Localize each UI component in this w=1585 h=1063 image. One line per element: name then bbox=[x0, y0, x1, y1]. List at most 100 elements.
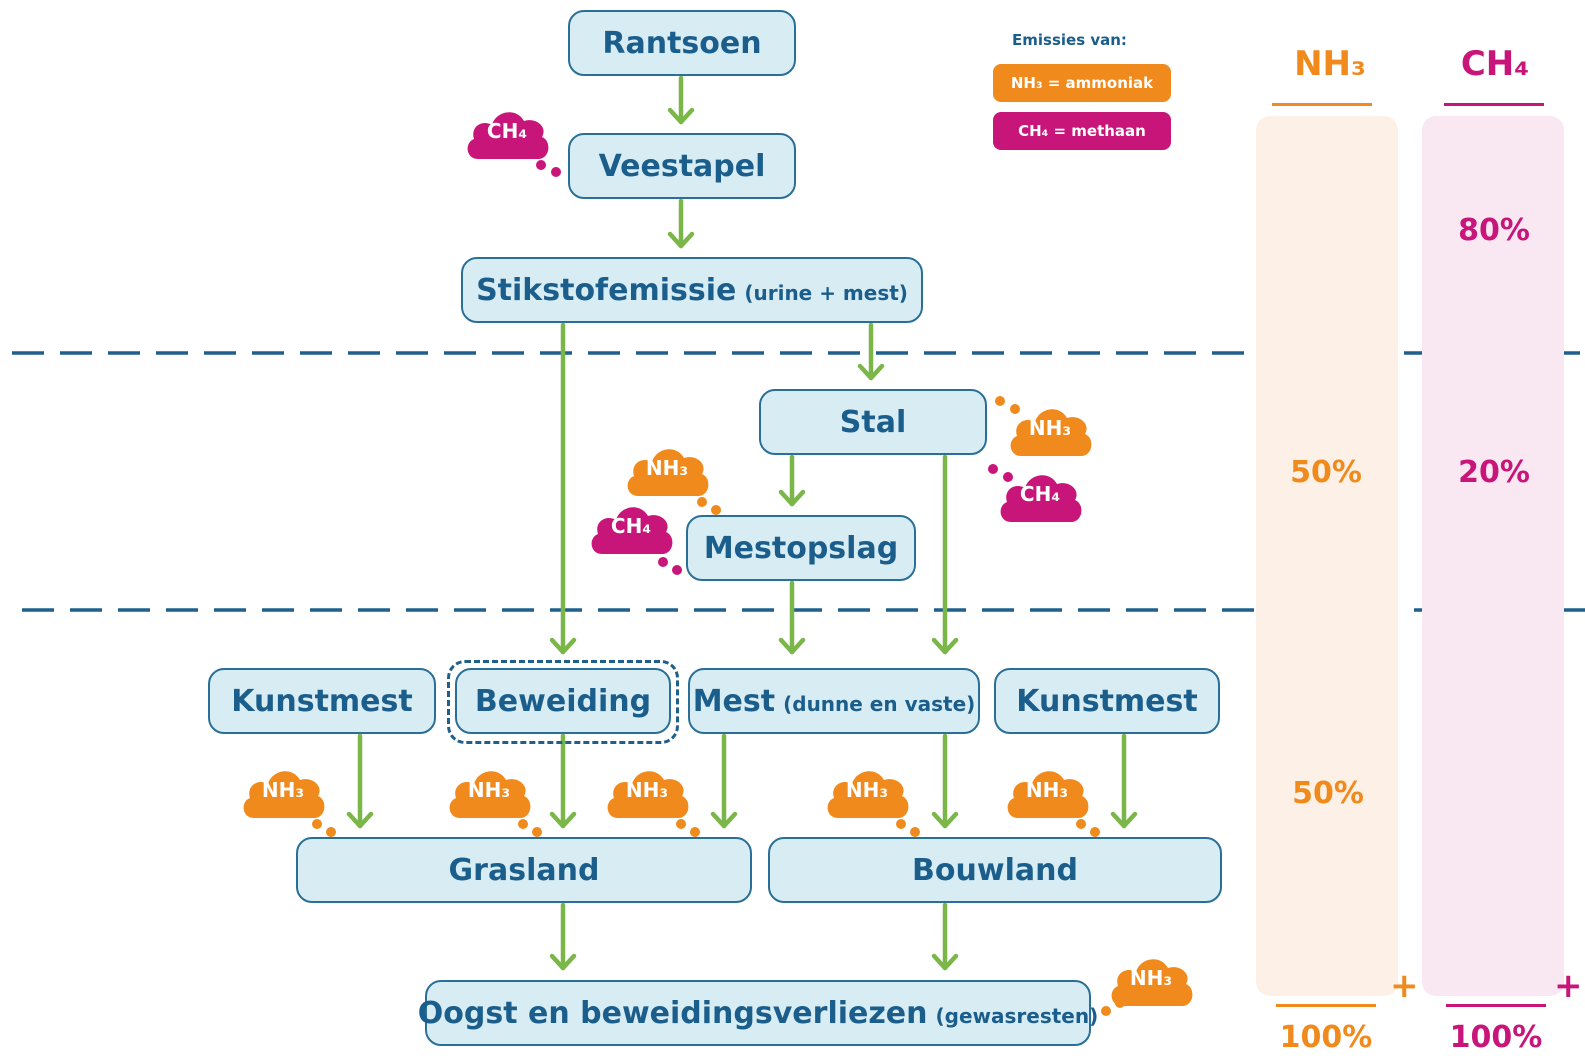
node-veestapel: Veestapel bbox=[568, 133, 796, 199]
node-stikstofemissie: Stikstofemissie (urine + mest) bbox=[461, 257, 923, 323]
cloud-ch4-stal-dot-1 bbox=[988, 464, 998, 474]
cloud-nh3-stal-dot-1 bbox=[995, 396, 1005, 406]
arrow-stal-mestopslag-head bbox=[778, 489, 806, 507]
node-beweiding-label: Beweiding bbox=[474, 683, 652, 719]
node-mest: Mest (dunne en vaste) bbox=[688, 668, 980, 734]
arrow-veestapel-stikstof-head bbox=[667, 231, 695, 249]
cloud-nh3-kunstmest-right-dot-1 bbox=[1076, 819, 1086, 829]
arrow-grasland-oogst-head bbox=[549, 953, 577, 971]
legend-title: Emissies van: bbox=[1012, 31, 1127, 49]
beweiding-highlight-frame bbox=[447, 660, 679, 744]
node-mestopslag-label: Mestopslag bbox=[703, 530, 899, 566]
node-oogst-label: Oogst en beweidingsverliezen bbox=[417, 995, 928, 1031]
arrow-mestopslag-mest-head bbox=[778, 637, 806, 655]
cloud-ch4-stal-dot-2 bbox=[1003, 472, 1013, 482]
legend-ch4: CH₄ = methaan bbox=[993, 112, 1171, 150]
cloud-nh3-kunstmest-left-label: NH₃ bbox=[261, 778, 305, 802]
node-bouwland-label: Bouwland bbox=[912, 852, 1078, 888]
cloud-nh3-kunstmest-right: NH₃ bbox=[1004, 762, 1092, 824]
ch4-column-band bbox=[1422, 116, 1564, 996]
node-grasland: Grasland bbox=[296, 837, 752, 903]
node-mest-label: Mest bbox=[692, 683, 776, 719]
node-oogst: Oogst en beweidingsverliezen (gewasresten… bbox=[418, 980, 1098, 1046]
cloud-nh3-mest-bouwland-label: NH₃ bbox=[845, 778, 889, 802]
node-rantsoen: Rantsoen bbox=[568, 10, 796, 76]
arrow-rantsoen-veestapel-head bbox=[667, 107, 695, 125]
cloud-ch4-stal-label: CH₄ bbox=[1019, 482, 1061, 506]
node-kunstmest-right-label: Kunstmest bbox=[1016, 683, 1198, 719]
nh3-plus-sign: + bbox=[1390, 966, 1419, 1006]
legend-nh3: NH₃ = ammoniak bbox=[993, 64, 1171, 102]
cloud-nh3-stal-label: NH₃ bbox=[1028, 416, 1072, 440]
node-stal: Stal bbox=[759, 389, 987, 455]
cloud-nh3-mest-grasland: NH₃ bbox=[604, 762, 692, 824]
node-kunstmest-right: Kunstmest bbox=[994, 668, 1220, 734]
arrow-kunstmest-bouwland-head bbox=[1110, 811, 1138, 829]
node-beweiding: Beweiding bbox=[455, 668, 671, 734]
cloud-nh3-mestopslag: NH₃ bbox=[624, 440, 712, 502]
node-mestopslag: Mestopslag bbox=[686, 515, 916, 581]
cloud-ch4-veestapel: CH₄ bbox=[464, 103, 552, 165]
node-kunstmest-left: Kunstmest bbox=[208, 668, 436, 734]
cloud-nh3-oogst-dot-2 bbox=[1115, 998, 1125, 1008]
node-bouwland: Bouwland bbox=[768, 837, 1222, 903]
ch4-total: 100% bbox=[1449, 1020, 1543, 1055]
ch4-stal-percentage: 20% bbox=[1458, 455, 1530, 490]
cloud-nh3-stal-dot-2 bbox=[1010, 404, 1020, 414]
cloud-nh3-oogst-label: NH₃ bbox=[1129, 966, 1173, 990]
node-mest-sublabel: (dunne en vaste) bbox=[783, 692, 976, 716]
cloud-nh3-oogst-dot-1 bbox=[1101, 1006, 1111, 1016]
node-veestapel-label: Veestapel bbox=[598, 148, 766, 184]
cloud-nh3-mestopslag-dot-1 bbox=[697, 497, 707, 507]
arrow-kunstmest-grasland-head bbox=[346, 811, 374, 829]
arrow-bouwland-oogst-head bbox=[931, 953, 959, 971]
cloud-ch4-mestopslag-dot-1 bbox=[658, 557, 668, 567]
node-kunstmest-left-label: Kunstmest bbox=[231, 683, 413, 719]
arrow-mest-bouwland-head bbox=[931, 811, 959, 829]
node-stikstofemissie-sublabel: (urine + mest) bbox=[744, 281, 908, 305]
nh3-stal-percentage: 50% bbox=[1290, 455, 1362, 490]
cloud-nh3-oogst: NH₃ bbox=[1108, 950, 1196, 1012]
cloud-nh3-kunstmest-left: NH₃ bbox=[240, 762, 328, 824]
cloud-nh3-kunstmest-right-label: NH₃ bbox=[1025, 778, 1069, 802]
cloud-ch4-stal: CH₄ bbox=[997, 466, 1085, 528]
cloud-nh3-beweiding-dot-2 bbox=[532, 827, 542, 837]
cloud-nh3-beweiding: NH₃ bbox=[446, 762, 534, 824]
cloud-nh3-mestopslag-dot-2 bbox=[711, 505, 721, 515]
ch4-column-header: CH₄ bbox=[1460, 44, 1530, 84]
nh3-total-line bbox=[1276, 1004, 1376, 1007]
cloud-nh3-mest-bouwland-dot-2 bbox=[910, 827, 920, 837]
ch4-livestock-percentage: 80% bbox=[1458, 213, 1530, 248]
cloud-nh3-beweiding-label: NH₃ bbox=[467, 778, 511, 802]
cloud-nh3-kunstmest-left-dot-2 bbox=[326, 827, 336, 837]
cloud-ch4-mestopslag-dot-2 bbox=[672, 565, 682, 575]
ch4-plus-sign: + bbox=[1554, 966, 1583, 1006]
ch4-header-underline bbox=[1444, 103, 1544, 106]
arrow-mest-grasland-head bbox=[710, 811, 738, 829]
nh3-field-percentage: 50% bbox=[1292, 776, 1364, 811]
node-stal-label: Stal bbox=[839, 404, 907, 440]
nh3-column-header: NH₃ bbox=[1294, 44, 1366, 84]
cloud-nh3-mestopslag-label: NH₃ bbox=[645, 456, 689, 480]
nh3-total: 100% bbox=[1279, 1020, 1373, 1055]
cloud-ch4-veestapel-label: CH₄ bbox=[486, 119, 528, 143]
cloud-ch4-veestapel-dot-1 bbox=[536, 160, 546, 170]
cloud-nh3-beweiding-dot-1 bbox=[518, 819, 528, 829]
cloud-ch4-mestopslag-label: CH₄ bbox=[610, 514, 652, 538]
cloud-ch4-veestapel-dot-2 bbox=[551, 167, 561, 177]
cloud-nh3-mest-bouwland: NH₃ bbox=[824, 762, 912, 824]
arrow-stikstof-beweiding-head bbox=[549, 637, 577, 655]
node-stikstofemissie-label: Stikstofemissie bbox=[476, 272, 737, 308]
node-oogst-sublabel: (gewasresten) bbox=[935, 1004, 1099, 1028]
arrow-stal-mest-head bbox=[931, 637, 959, 655]
cloud-nh3-mest-bouwland-dot-1 bbox=[896, 819, 906, 829]
cloud-nh3-stal: NH₃ bbox=[1007, 400, 1095, 462]
ch4-total-line bbox=[1446, 1004, 1546, 1007]
cloud-ch4-mestopslag: CH₄ bbox=[588, 498, 676, 560]
cloud-nh3-mest-grasland-dot-1 bbox=[676, 819, 686, 829]
node-grasland-label: Grasland bbox=[448, 852, 600, 888]
arrow-beweiding-grasland-head bbox=[549, 811, 577, 829]
arrow-stikstof-stal-head bbox=[857, 363, 885, 381]
node-rantsoen-label: Rantsoen bbox=[602, 25, 762, 61]
cloud-nh3-kunstmest-right-dot-2 bbox=[1090, 827, 1100, 837]
